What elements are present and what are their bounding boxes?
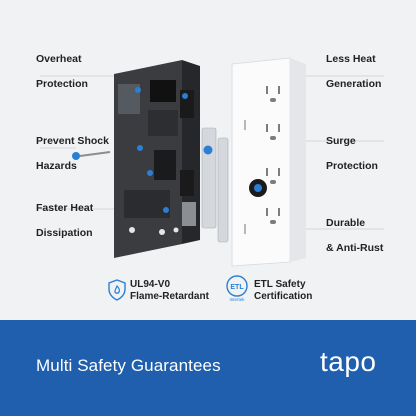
feature-label-line1: Overheat	[36, 52, 82, 65]
etl-badge-text: ETL	[230, 284, 244, 291]
cert-line1: ETL Safety	[254, 279, 306, 290]
feature-label-line2: Protection	[36, 77, 88, 90]
cert-etl: ETL Safety Certification	[254, 279, 312, 303]
feature-label-line1: Durable	[326, 216, 366, 229]
circuit-board	[114, 60, 200, 258]
screw	[72, 151, 111, 160]
feature-less-heat-generation: Less Heat Generation	[326, 40, 381, 103]
cert-ul94: UL94-V0 Flame-Retardant	[130, 279, 209, 303]
feature-label-line1: Faster Heat	[36, 201, 94, 214]
feature-faster-heat-dissipation: Faster Heat Dissipation	[36, 189, 93, 252]
etl-listed-icon: ETL Intertek	[226, 275, 248, 302]
footer-title: Multi Safety Guarantees	[36, 356, 221, 375]
product-diagram: Overheat Protection Prevent Shock Hazard…	[36, 40, 384, 303]
feature-label-line2: Generation	[326, 77, 382, 90]
feature-surge-protection: Surge Protection	[326, 122, 378, 185]
cert-line2: Certification	[254, 291, 313, 302]
cert-line2: Flame-Retardant	[130, 291, 209, 302]
feature-label-line2: Protection	[326, 159, 378, 172]
cert-line1: UL94-V0	[130, 279, 171, 290]
etl-badge-subtext: Intertek	[229, 297, 245, 302]
feature-overheat-protection: Overheat Protection	[36, 40, 88, 103]
flame-shield-icon	[108, 279, 126, 301]
feature-durable-anti-rust: Durable & Anti-Rust	[326, 204, 383, 267]
feature-prevent-shock-hazards: Prevent Shock Hazards	[36, 122, 109, 185]
footer-banner: Multi Safety Guarantees tapo	[0, 320, 416, 416]
feature-label-line1: Less Heat	[326, 52, 376, 65]
feature-label-line2: & Anti-Rust	[326, 241, 384, 254]
feature-label-line2: Dissipation	[36, 226, 93, 239]
brand-logo: tapo	[320, 346, 377, 377]
feature-label-line2: Hazards	[36, 159, 77, 172]
feature-label-line1: Surge	[326, 134, 356, 147]
metal-brackets	[201, 127, 229, 243]
outlet-cover	[231, 57, 306, 267]
exploded-outlet-illustration	[40, 57, 384, 267]
feature-label-line1: Prevent Shock	[36, 134, 109, 147]
